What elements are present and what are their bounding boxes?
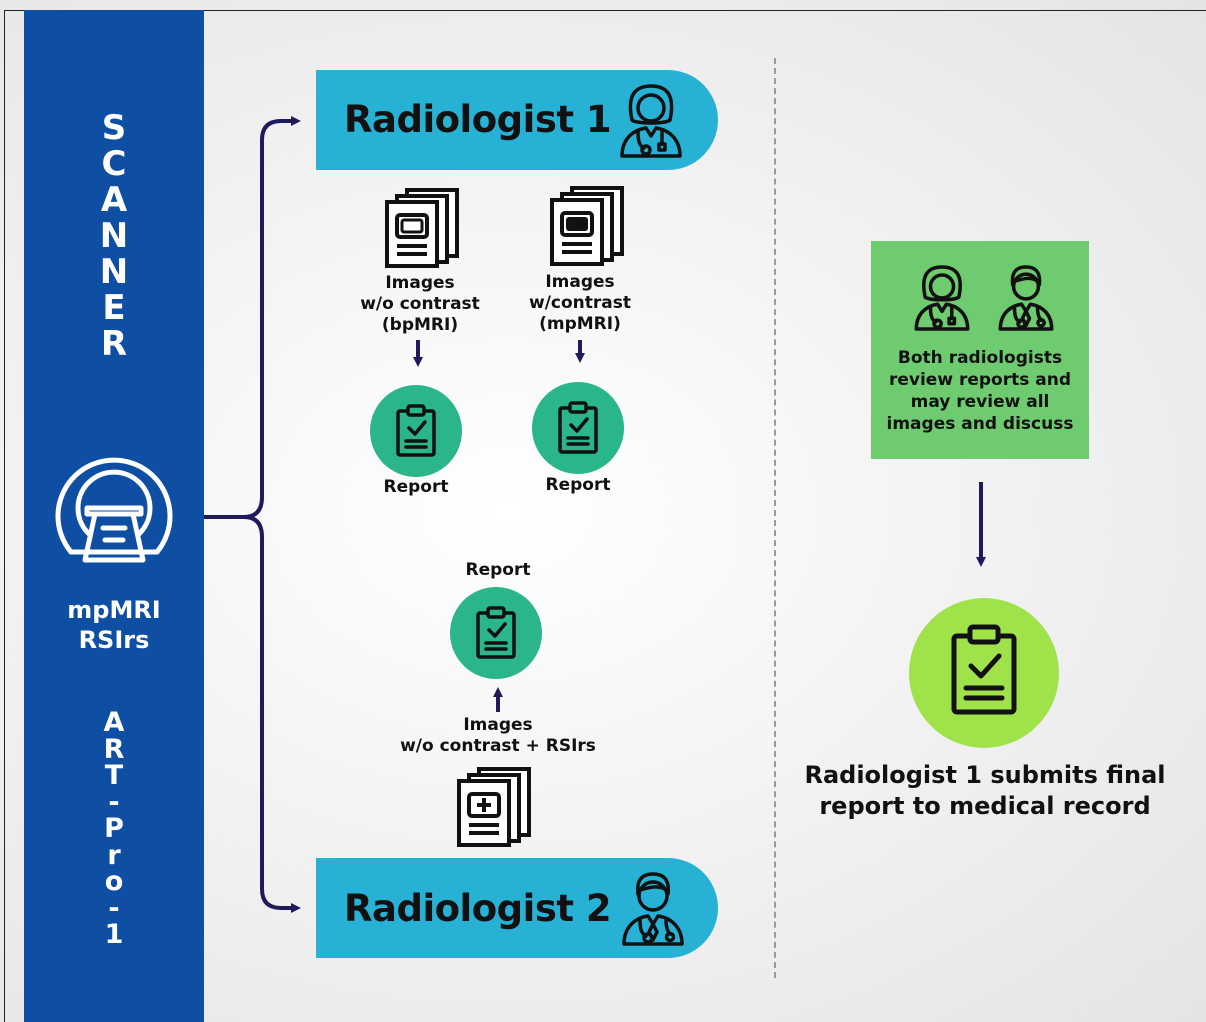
radiologist-1-label: Radiologist 1 (344, 98, 612, 141)
final-report-icon (909, 598, 1059, 748)
bpmri-images-icon (385, 188, 459, 268)
male-doctor-icon (998, 265, 1054, 331)
female-doctor-icon (914, 265, 970, 331)
female-doctor-icon (620, 84, 682, 158)
scanner-model-label: mpMRI RSIrs (67, 596, 161, 654)
bpmri-images-label: Images w/o contrast (bpMRI) (360, 273, 480, 335)
study-label: A R T - P r o - 1 (103, 707, 125, 950)
bpmri-report-label: Report (383, 477, 449, 497)
mpmri-images-label: Images w/contrast (mpMRI) (529, 272, 631, 334)
scanner-bar: S C A N N E R mpMRI RSIrs A R T - P r o … (24, 10, 204, 1022)
final-report-text: Radiologist 1 submits final report to me… (804, 761, 1166, 820)
rsirs-images-label: Images w/o contrast + RSIrs (400, 715, 596, 756)
rsirs-report-icon (450, 587, 542, 679)
radiologist-2-box: Radiologist 2 (316, 858, 718, 958)
rsirs-images-icon (457, 767, 531, 847)
collaboration-text: Both radiologists review reports and may… (886, 348, 1074, 434)
mpmri-report-label: Report (545, 475, 611, 495)
scanner-title: S C A N N E R (99, 108, 129, 364)
bpmri-report-icon (370, 385, 462, 477)
section-divider (774, 58, 776, 978)
outer-frame (4, 10, 1206, 1022)
radiologist-2-label: Radiologist 2 (344, 887, 612, 930)
rsirs-report-label: Report (465, 560, 531, 580)
mpmri-images-icon (550, 186, 624, 266)
male-doctor-icon (622, 872, 684, 946)
bracket-connector (204, 116, 301, 519)
mpmri-report-icon (532, 382, 624, 474)
collaboration-box: Both radiologists review reports and may… (871, 241, 1089, 459)
bracket-connector-lower (243, 515, 301, 913)
mri-scanner-icon (55, 457, 173, 563)
radiologist-1-box: Radiologist 1 (316, 70, 718, 170)
